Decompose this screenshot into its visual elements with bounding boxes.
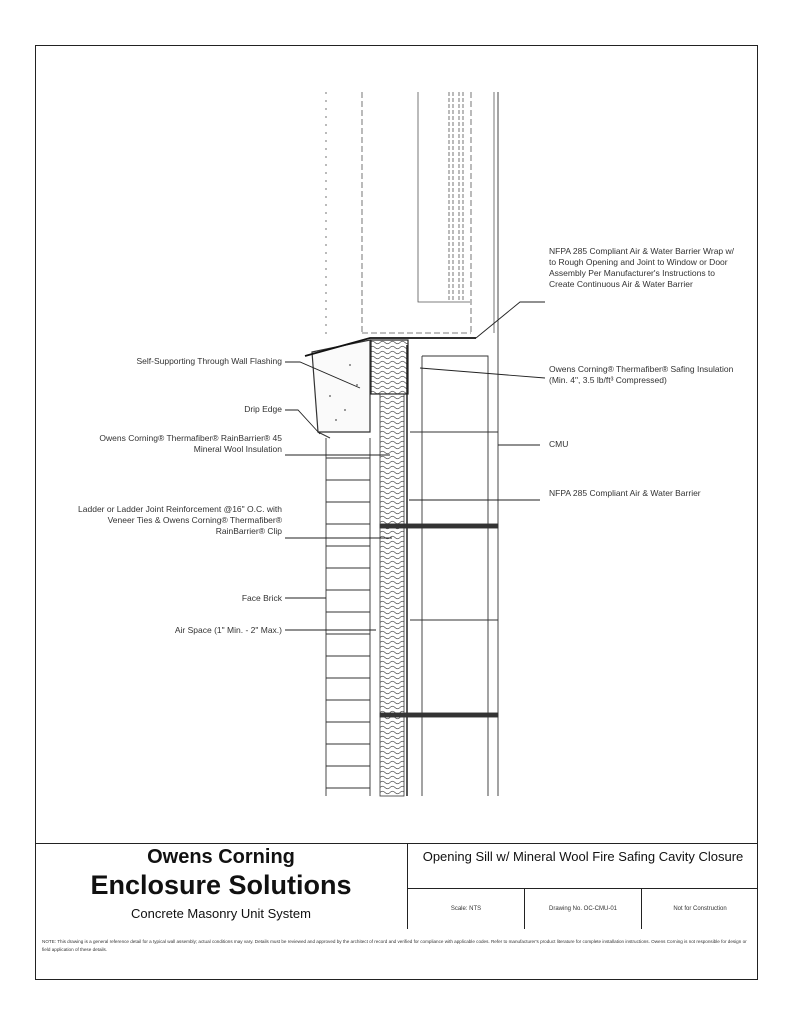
label-cmu: CMU	[549, 439, 569, 449]
label-ladder: Ladder or Ladder Joint Reinforcement @16…	[78, 504, 282, 536]
status-cell: Not for Construction	[673, 906, 727, 912]
disclaimer-note: NOTE: This drawing is a general referenc…	[42, 939, 747, 952]
title-block: Owens Corning Enclosure Solutions Concre…	[35, 843, 758, 929]
label-nfpa-bottom: NFPA 285 Compliant Air & Water Barrier	[549, 488, 701, 498]
leader-lines	[285, 301, 546, 631]
label-mineral-wool: Owens Corning® Thermafiber® RainBarrier®…	[99, 433, 282, 454]
safing-insulation	[370, 339, 409, 395]
window-frame	[325, 92, 495, 340]
brick-veneer	[325, 438, 371, 796]
cmu-wall	[379, 92, 499, 796]
brand-subtitle: Enclosure Solutions	[90, 870, 352, 900]
sill	[311, 339, 371, 439]
brand-block: Owens Corning Enclosure Solutions Concre…	[35, 844, 408, 929]
drawing-number-cell: Drawing No. OC-CMU-01	[525, 889, 642, 929]
cavity-insulation	[379, 393, 405, 797]
label-self-adhering: Self-Supporting Through Wall Flashing	[136, 356, 282, 366]
label-brick: Face Brick	[241, 593, 282, 603]
system-name: Concrete Masonry Unit System	[131, 906, 311, 921]
label-air-space: Air Space (1" Min. - 2" Max.)	[174, 625, 282, 635]
brand-name: Owens Corning	[147, 846, 295, 868]
detail-title: Opening Sill w/ Mineral Wool Fire Safing…	[408, 844, 758, 889]
through-wall-flashing	[304, 337, 476, 357]
drawing-sheet	[35, 45, 758, 980]
label-drip-edge: Drip Edge	[244, 404, 282, 414]
label-nfpa-top: NFPA 285 Compliant Air & Water Barrier W…	[549, 246, 735, 289]
label-safing: Owens Corning® Thermafiber® Safing Insul…	[549, 364, 734, 385]
scale-cell: Scale: NTS	[408, 889, 525, 929]
